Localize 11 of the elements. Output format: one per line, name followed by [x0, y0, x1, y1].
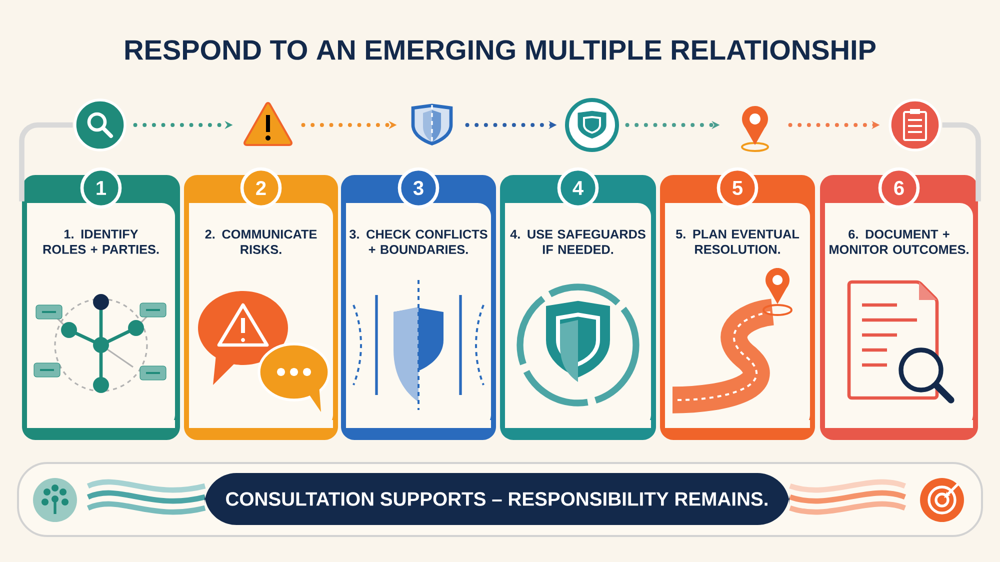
step-card: 3 3. CHECK CONFLICTS + BOUNDARIES.: [341, 167, 496, 440]
message-banner: CONSULTATION SUPPORTS – RESPONSIBILITY REMAINS.: [204, 473, 790, 525]
location-pin-icon: [741, 106, 769, 152]
warning-icon: [244, 102, 292, 146]
step-card: 6 6. DOCUMENT + MONITOR OUTCOMES.: [820, 167, 978, 440]
magnifier-icon: [74, 98, 126, 152]
connector-line: [19, 122, 73, 202]
clipboard-icon: [888, 98, 942, 152]
step-card: 1 1. IDENTIFY ROLES + PARTIES.: [22, 167, 180, 440]
title: RESPOND TO AN EMERGING MULTIPLE RELATIONSHIP: [125, 40, 876, 60]
connector-line: [942, 122, 981, 202]
